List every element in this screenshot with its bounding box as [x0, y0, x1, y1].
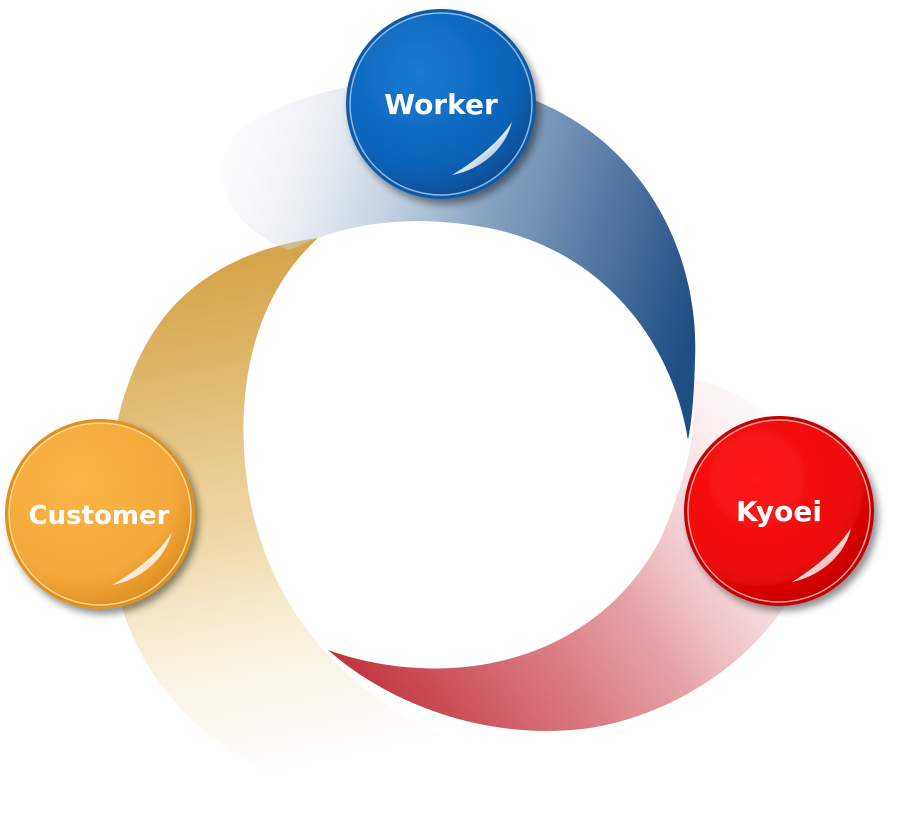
- node-label-kyoei: Kyoei: [736, 495, 822, 528]
- node-kyoei[interactable]: Kyoei: [684, 416, 874, 606]
- arc-kyoei-to-customer: [328, 380, 814, 731]
- node-customer[interactable]: Customer: [5, 419, 195, 609]
- node-worker[interactable]: Worker: [346, 9, 536, 199]
- node-label-customer: Customer: [29, 501, 170, 531]
- arc-worker-to-kyoei: [221, 80, 696, 440]
- node-label-worker: Worker: [384, 88, 498, 121]
- arc-customer-to-worker: [108, 238, 469, 800]
